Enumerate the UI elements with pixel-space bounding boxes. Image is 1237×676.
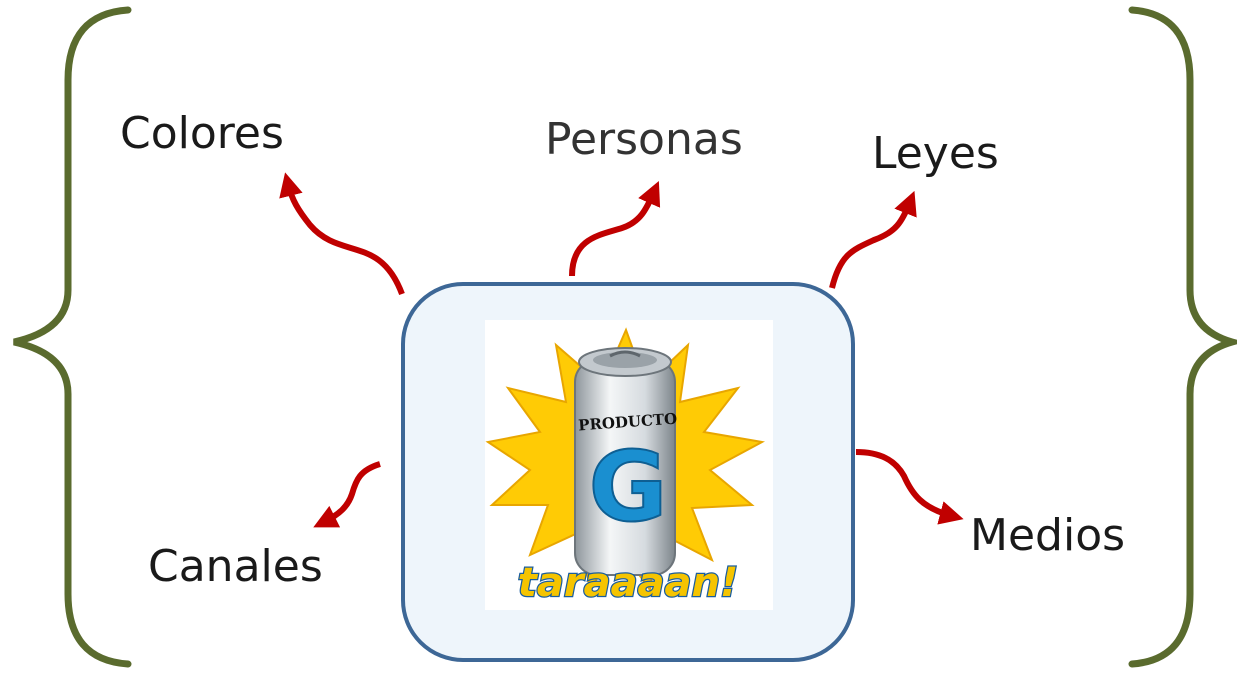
- product-image: PRODUCTO G taraaaan!: [485, 320, 773, 610]
- label-canales: Canales: [148, 541, 323, 592]
- right-brace: [1128, 6, 1237, 668]
- label-leyes: Leyes: [872, 128, 999, 179]
- label-medios: Medios: [970, 510, 1126, 561]
- arrow-to-canales: [313, 461, 381, 528]
- arrow-to-colores: [279, 172, 405, 296]
- product-tagline: taraaaan!: [518, 560, 739, 606]
- label-colores: Colores: [120, 108, 284, 159]
- label-personas: Personas: [545, 114, 743, 165]
- arrow-to-medios: [855, 449, 964, 525]
- arrow-to-personas: [569, 181, 661, 277]
- brand-g-logo-icon: G: [589, 431, 668, 543]
- left-brace: [13, 6, 132, 668]
- arrow-to-leyes: [829, 190, 917, 289]
